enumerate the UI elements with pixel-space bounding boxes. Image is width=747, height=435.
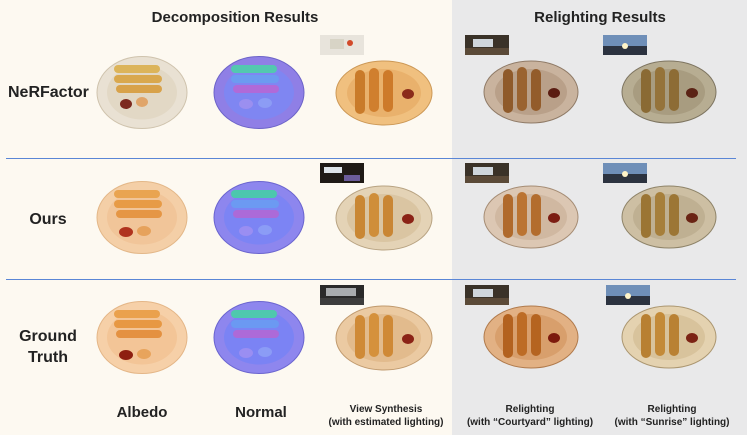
sunrise-envmap-row2 — [603, 163, 647, 183]
nerfactor-normal-image — [213, 56, 305, 129]
relight-courtyard-line1: Relighting — [505, 404, 555, 415]
ours-normal-image — [213, 181, 305, 254]
gt-relight-courtyard-image — [483, 305, 579, 369]
nerfactor-estimated-envmap — [320, 35, 364, 55]
nerfactor-relight-sunrise-image — [621, 60, 717, 124]
courtyard-envmap-row2 — [465, 163, 509, 183]
sunrise-envmap-row3 — [606, 285, 650, 305]
decomposition-results-header: Decomposition Results — [151, 9, 319, 26]
row-label-nerfactor: NeRFactor — [8, 84, 89, 101]
ours-relight-courtyard-image — [483, 185, 579, 249]
ours-albedo-image — [96, 181, 188, 254]
nerfactor-view-synthesis-image — [335, 60, 433, 126]
relight-sunrise-line1: Relighting — [647, 404, 697, 415]
nerfactor-albedo-image — [96, 56, 188, 129]
gt-normal-image — [213, 301, 305, 374]
column-label-relight-courtyard: Relighting (with “Courtyard” lighting) — [460, 403, 600, 429]
relight-courtyard-line2: (with “Courtyard” lighting) — [466, 417, 594, 428]
ours-estimated-envmap — [320, 163, 364, 183]
row-label-ground-truth: Ground Truth — [8, 326, 88, 368]
sunrise-envmap-row1 — [603, 35, 647, 55]
gt-albedo-image — [96, 301, 188, 374]
row-separator-1 — [6, 158, 736, 159]
nerfactor-relight-courtyard-image — [483, 60, 579, 124]
gt-relight-sunrise-image — [621, 305, 717, 369]
column-label-normal: Normal — [235, 404, 287, 421]
ours-view-synthesis-image — [335, 185, 433, 251]
ours-relight-sunrise-image — [621, 185, 717, 249]
gt-view-synthesis-image — [335, 305, 433, 371]
view-synthesis-line2: (with estimated lighting) — [328, 417, 444, 428]
row-label-ground-truth-line2: Truth — [28, 349, 68, 366]
row-label-ours: Ours — [29, 211, 67, 228]
relight-sunrise-line2: (with “Sunrise” lighting) — [614, 417, 730, 428]
column-label-view-synthesis: View Synthesis (with estimated lighting) — [318, 403, 454, 429]
column-label-albedo: Albedo — [116, 404, 168, 421]
courtyard-envmap-row1 — [465, 35, 509, 55]
row-label-ground-truth-line1: Ground — [19, 328, 77, 345]
gt-envmap — [320, 285, 364, 305]
column-label-relight-sunrise: Relighting (with “Sunrise” lighting) — [604, 403, 740, 429]
row-separator-2 — [6, 279, 736, 280]
relighting-results-header: Relighting Results — [534, 9, 666, 26]
courtyard-envmap-row3 — [465, 285, 509, 305]
view-synthesis-line1: View Synthesis — [349, 404, 423, 415]
